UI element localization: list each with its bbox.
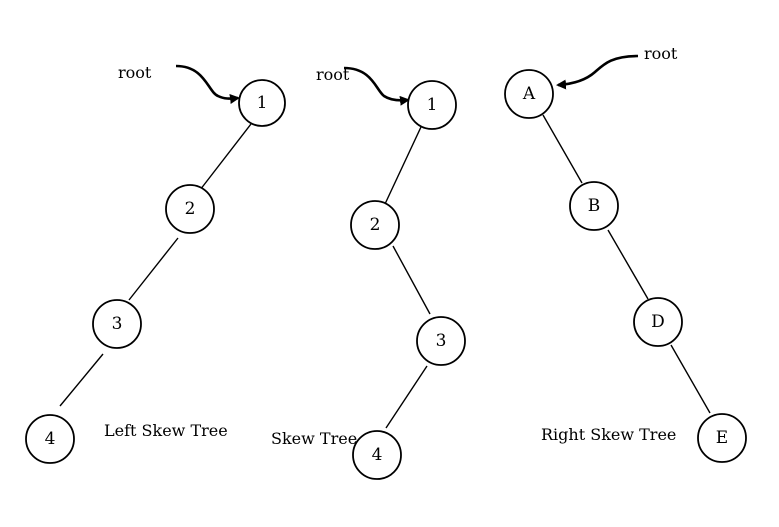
edge-D-E [670,344,711,414]
tree-node: D [633,297,683,347]
tree-node: 3 [416,316,466,366]
tree-node: 4 [352,430,402,480]
right-skew-tree: root A B D E Right Skew Tree [504,44,747,463]
edge-3-4 [385,365,428,429]
edge-3-4 [59,353,104,407]
tree-node: 1 [238,79,286,127]
node-label: 3 [436,331,447,351]
left-skew-tree: root 1 2 3 4 Left Skew Tree [25,63,286,464]
tree-node: 2 [165,184,215,234]
edge-1-2 [199,123,252,191]
root-arrow [175,64,240,104]
root-arrow [343,66,410,106]
tree-caption: Right Skew Tree [541,425,676,444]
node-label: 2 [370,215,381,235]
root-arrow [556,54,639,90]
tree-node: E [697,413,747,463]
tree-caption: Skew Tree [271,429,357,448]
node-label: E [716,428,728,448]
edge-2-3 [392,245,431,315]
tree-node: 4 [25,414,75,464]
node-label: A [522,84,536,104]
node-label: 1 [427,95,438,115]
node-label: 1 [257,93,268,113]
tree-node: 1 [407,80,457,130]
tree-node: 2 [350,200,400,250]
node-label: 4 [372,445,383,465]
node-label: 3 [112,314,123,334]
root-label: root [118,63,152,82]
tree-node: B [569,181,619,231]
root-label: root [644,44,678,63]
edge-B-D [607,229,649,300]
tree-caption: Left Skew Tree [104,421,228,440]
skew-tree: root 1 2 3 4 Skew Tree [271,65,466,480]
tree-node: A [504,69,554,119]
edge-1-2 [384,126,422,205]
node-label: 2 [185,199,196,219]
edge-2-3 [128,237,179,301]
edge-A-B [542,114,583,184]
root-label: root [316,65,350,84]
node-label: B [588,196,601,216]
node-label: 4 [45,429,56,449]
node-label: D [651,312,665,332]
tree-node: 3 [92,299,142,349]
